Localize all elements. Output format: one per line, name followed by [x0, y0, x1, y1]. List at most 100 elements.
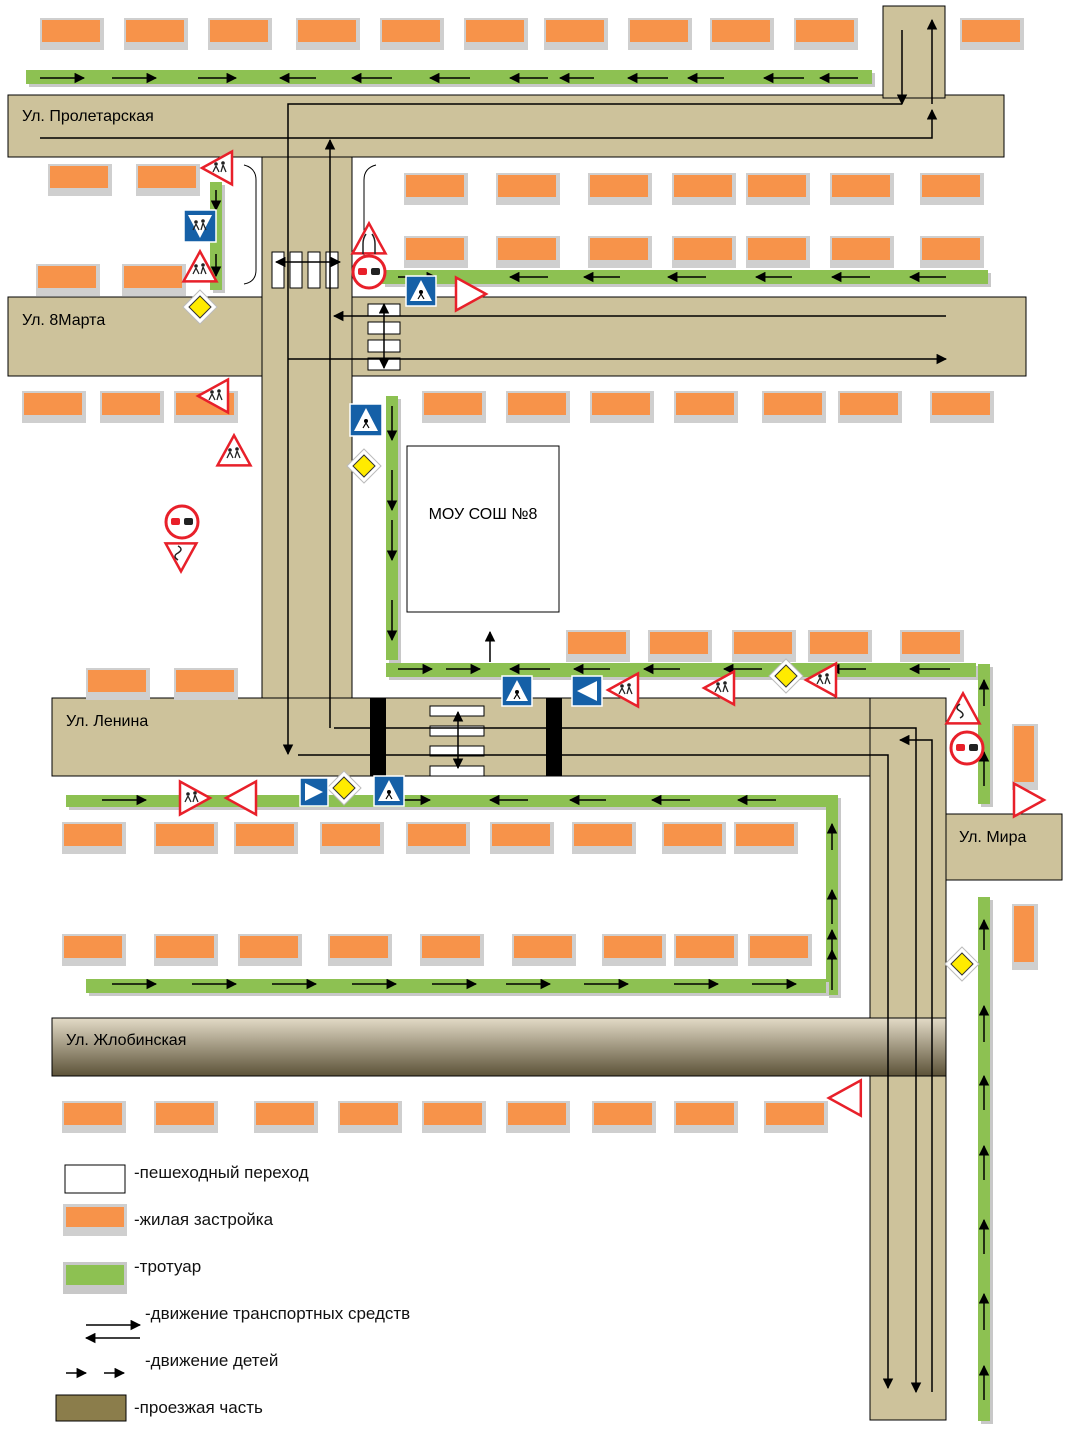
traffic-arrow: [40, 108, 938, 139]
legend-sidewalk-swatch: [66, 1265, 124, 1285]
road-signs-layer: [163, 149, 1047, 1118]
residential-building: [64, 824, 122, 846]
children-warning-sign-icon: [178, 779, 213, 817]
road-proletarskaya: [7, 94, 1005, 158]
crossing-stripe: [429, 705, 485, 717]
residential-building: [498, 175, 556, 197]
residential-building: [840, 393, 898, 415]
residential-building: [408, 824, 466, 846]
residential-building: [664, 824, 722, 846]
give-way-sign-icon: [826, 1078, 863, 1118]
residential-building: [498, 238, 556, 260]
crossing-stripe: [289, 251, 303, 289]
residential-building: [256, 1103, 314, 1125]
traffic-arrow: [282, 103, 902, 756]
residential-building: [424, 1103, 482, 1125]
pedestrian-crossing-sign-icon: [405, 275, 437, 307]
street-label-zhlobinskaya: Ул. Жлобинская: [66, 1032, 186, 1049]
residential-building: [42, 20, 100, 42]
crossing-stripe: [429, 765, 485, 777]
residential-building: [492, 824, 550, 846]
traffic-arrows-layer: [40, 18, 948, 1394]
priority-road-sign-icon: [182, 289, 218, 325]
legend-roadway-swatch: [55, 1394, 127, 1422]
school-building: [406, 445, 560, 613]
residential-building: [676, 1103, 734, 1125]
sidewalk: [26, 70, 872, 84]
residential-building: [422, 936, 480, 958]
traffic-light-bar: [370, 698, 386, 776]
residential-building: [962, 20, 1020, 42]
residential-building: [546, 20, 604, 42]
give-way-sign-icon: [1012, 781, 1047, 819]
residential-building: [24, 393, 82, 415]
residential-building: [406, 175, 464, 197]
residential-building: [832, 238, 890, 260]
residential-building: [330, 936, 388, 958]
residential-building: [650, 632, 708, 654]
residential-building: [922, 175, 980, 197]
sidewalk: [386, 663, 976, 677]
street-label-proletarskaya: Ул. Пролетарская: [22, 108, 154, 125]
residential-building: [748, 175, 806, 197]
residential-building: [88, 670, 146, 692]
priority-road-sign-icon: [768, 658, 804, 694]
no-overtaking-sign-icon: [351, 254, 387, 290]
residential-building: [902, 632, 960, 654]
legend-crossing-label: -пешеходный переход: [134, 1163, 309, 1182]
crossing-stripe: [307, 251, 321, 289]
legend-roadway-label: -проезжая часть: [134, 1398, 263, 1417]
road-zhlobinskaya: [51, 1017, 947, 1077]
street-label-8-marta: Ул. 8Марта: [22, 312, 105, 329]
legend: [55, 1164, 142, 1422]
road-mira: [945, 813, 1063, 881]
residential-building: [1014, 726, 1034, 782]
priority-road-sign-icon: [346, 448, 382, 484]
residential-building: [590, 175, 648, 197]
residential-building: [176, 670, 234, 692]
children-warning-sign-icon: [199, 149, 234, 187]
roads-layer: [7, 5, 1063, 1421]
winding-road-sign-icon: [944, 690, 982, 725]
winding-road-sign-icon: [163, 542, 199, 574]
residential-building: [590, 238, 648, 260]
residential-building: [340, 1103, 398, 1125]
residential-building: [508, 1103, 566, 1125]
residential-building: [810, 632, 868, 654]
residential-building: [748, 238, 806, 260]
road-north-spur: [882, 5, 946, 99]
residential-building: [922, 238, 980, 260]
residential-building: [1014, 906, 1034, 962]
legend-children-label: -движение детей: [145, 1351, 279, 1370]
residential-building: [138, 166, 196, 188]
keep-direction-sign-icon: [571, 675, 603, 707]
residential-building: [156, 936, 214, 958]
residential-building: [674, 238, 732, 260]
residential-building: [424, 393, 482, 415]
residential-building: [236, 824, 294, 846]
residential-building: [514, 936, 572, 958]
residential-building: [38, 266, 96, 288]
residential-building: [568, 632, 626, 654]
pedestrian-crossing-sign-icon: [373, 775, 405, 807]
sidewalk: [86, 979, 826, 993]
residential-building: [240, 936, 298, 958]
residential-building: [750, 936, 808, 958]
children-warning-sign-icon: [215, 432, 253, 467]
residential-building: [102, 393, 160, 415]
residential-building: [64, 1103, 122, 1125]
children-warning-sign-icon: [701, 669, 736, 707]
street-label-mira: Ул. Мира: [959, 829, 1026, 846]
road-lenina: [51, 697, 946, 777]
residential-building: [124, 266, 182, 288]
residential-building: [736, 824, 794, 846]
traffic-light-bar: [546, 698, 562, 776]
pedestrian-crossing-sign-icon: [501, 675, 533, 707]
school-label: МОУ СОШ №8: [429, 506, 538, 523]
give-way-sign-icon: [223, 779, 258, 817]
road-narrows-sign-icon: [350, 220, 388, 255]
legend-traffic-label: -движение транспортных средств: [145, 1304, 411, 1323]
no-overtaking-sign-icon: [949, 730, 985, 766]
residential-building: [734, 632, 792, 654]
